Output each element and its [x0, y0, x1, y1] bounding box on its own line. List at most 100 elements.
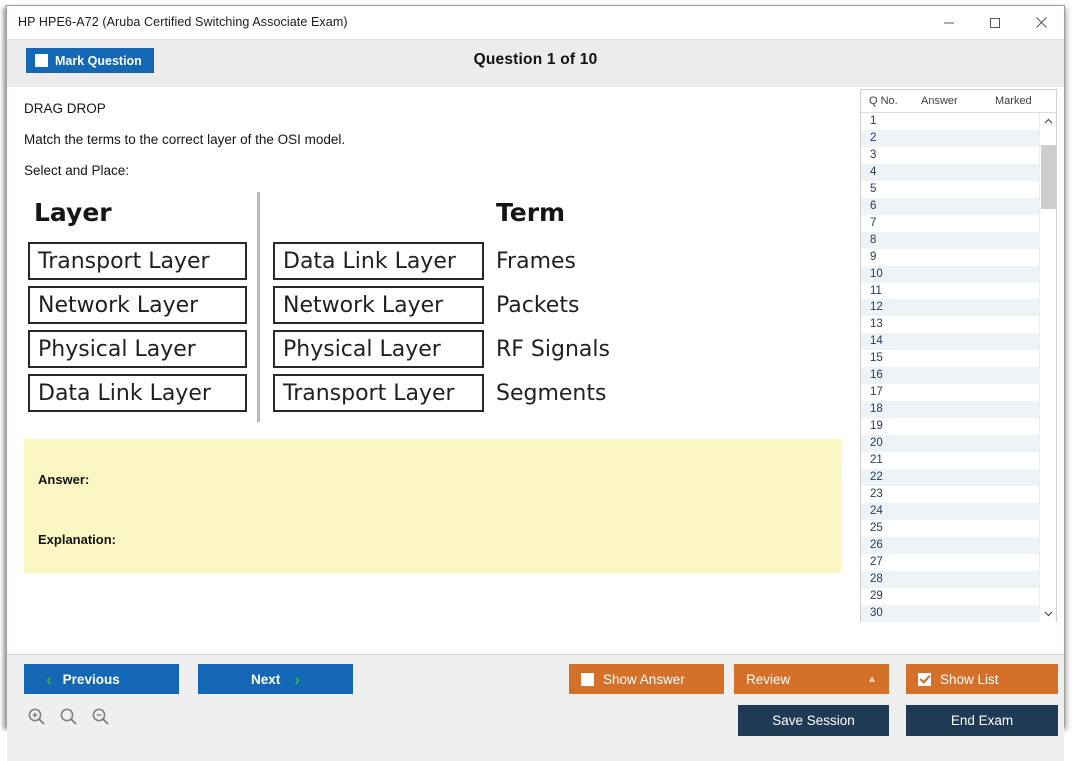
- scroll-down-icon[interactable]: [1040, 605, 1057, 622]
- question-list-row[interactable]: 26: [861, 536, 1040, 554]
- question-list-row[interactable]: 6: [861, 197, 1040, 215]
- question-row-number: 13: [870, 318, 883, 331]
- question-list-row[interactable]: 2: [861, 129, 1040, 147]
- question-list-row[interactable]: 29: [861, 587, 1040, 605]
- next-button[interactable]: Next ›: [198, 664, 353, 694]
- question-list-row[interactable]: 10: [861, 265, 1040, 283]
- layer-chip-left[interactable]: Transport Layer: [28, 242, 247, 280]
- question-list-row[interactable]: 5: [861, 180, 1040, 198]
- question-row-number: 10: [870, 267, 883, 280]
- question-row-number: 8: [870, 233, 877, 246]
- question-list-header: Q No. Answer Marked: [861, 90, 1056, 113]
- question-list-row[interactable]: 24: [861, 502, 1040, 520]
- show-answer-button[interactable]: Show Answer: [569, 664, 724, 694]
- question-row-number: 14: [870, 335, 883, 348]
- question-row-number: 4: [870, 165, 877, 178]
- question-list-row[interactable]: 17: [861, 384, 1040, 402]
- question-list-row[interactable]: 23: [861, 485, 1040, 503]
- show-answer-checkbox[interactable]: [581, 672, 594, 686]
- window-title: HP HPE6-A72 (Aruba Certified Switching A…: [18, 15, 348, 29]
- footer-toolbar: ‹ Previous Next › Show Answer Review ▲ S…: [7, 654, 1064, 761]
- question-row-number: 20: [870, 437, 883, 450]
- minimize-icon[interactable]: [926, 6, 972, 39]
- zoom-reset-icon[interactable]: [59, 707, 78, 731]
- select-and-place-label: Select and Place:: [24, 163, 130, 178]
- layer-chip-left[interactable]: Network Layer: [28, 286, 247, 324]
- previous-button-label: Previous: [62, 671, 120, 687]
- show-answer-label: Show Answer: [603, 671, 685, 687]
- scrollbar-thumb[interactable]: [1041, 145, 1056, 209]
- question-list-scrollbar[interactable]: [1039, 113, 1056, 622]
- question-list-row[interactable]: 19: [861, 418, 1040, 436]
- question-list-row[interactable]: 9: [861, 248, 1040, 266]
- question-list-row[interactable]: 12: [861, 299, 1040, 317]
- question-list-row[interactable]: 4: [861, 163, 1040, 181]
- question-row-number: 15: [870, 352, 883, 365]
- explanation-label: Explanation:: [38, 532, 117, 547]
- term-label: Segments: [496, 380, 607, 406]
- toolbar: Mark Question Question 1 of 10: [7, 40, 1064, 87]
- show-list-checkbox[interactable]: [918, 672, 931, 686]
- question-list-row[interactable]: 14: [861, 333, 1040, 351]
- layer-chip-left[interactable]: Data Link Layer: [28, 374, 247, 412]
- question-row-number: 17: [870, 386, 883, 399]
- question-list-row[interactable]: 25: [861, 519, 1040, 537]
- scroll-up-icon[interactable]: [1040, 113, 1057, 130]
- question-prompt: Match the terms to the correct layer of …: [24, 132, 346, 147]
- mark-question-button[interactable]: Mark Question: [26, 48, 154, 73]
- question-list-row[interactable]: 16: [861, 367, 1040, 385]
- layer-chip-right[interactable]: Transport Layer: [273, 374, 484, 412]
- question-row-number: 16: [870, 369, 883, 382]
- question-list-row[interactable]: 18: [861, 401, 1040, 419]
- zoom-out-icon[interactable]: [91, 707, 110, 731]
- question-list-row[interactable]: 20: [861, 435, 1040, 453]
- question-row-number: 29: [870, 589, 883, 602]
- previous-button[interactable]: ‹ Previous: [24, 664, 179, 694]
- term-label: RF Signals: [496, 336, 610, 362]
- question-row-number: 1: [870, 115, 877, 127]
- mark-question-label: Mark Question: [55, 53, 142, 68]
- question-list-row[interactable]: 15: [861, 350, 1040, 368]
- question-list-row[interactable]: 22: [861, 469, 1040, 486]
- question-pane: DRAG DROP Match the terms to the correct…: [7, 87, 857, 654]
- question-list-row[interactable]: 3: [861, 146, 1040, 164]
- question-list-row[interactable]: 27: [861, 553, 1040, 571]
- end-exam-label: End Exam: [950, 713, 1014, 728]
- next-button-label: Next: [251, 671, 281, 687]
- layer-chip-left[interactable]: Physical Layer: [28, 330, 247, 368]
- maximize-icon[interactable]: [972, 6, 1018, 39]
- show-list-button[interactable]: Show List: [906, 664, 1058, 694]
- zoom-in-icon[interactable]: [27, 707, 46, 731]
- save-session-button[interactable]: Save Session: [738, 705, 889, 736]
- close-icon[interactable]: [1018, 6, 1064, 39]
- question-list-row[interactable]: 30: [861, 604, 1040, 622]
- chevron-up-icon: ▲: [867, 673, 877, 685]
- question-row-number: 11: [870, 284, 882, 297]
- question-list-row[interactable]: 28: [861, 570, 1040, 588]
- exam-window: HP HPE6-A72 (Aruba Certified Switching A…: [6, 5, 1065, 761]
- term-label: Frames: [496, 248, 577, 274]
- diagram-term-column-title: Term: [496, 198, 566, 227]
- layer-chip-right[interactable]: Network Layer: [273, 286, 484, 324]
- question-list-row[interactable]: 21: [861, 452, 1040, 470]
- osi-drag-drop-diagram: Layer Term Transport Layer Network Layer…: [24, 192, 649, 422]
- end-exam-button[interactable]: End Exam: [906, 705, 1058, 736]
- question-list-row[interactable]: 11: [861, 282, 1040, 300]
- title-bar: HP HPE6-A72 (Aruba Certified Switching A…: [7, 6, 1064, 40]
- body-area: DRAG DROP Match the terms to the correct…: [7, 87, 1064, 654]
- chevron-right-icon: ›: [294, 669, 300, 689]
- question-list-row[interactable]: 8: [861, 231, 1040, 249]
- layer-chip-right[interactable]: Data Link Layer: [273, 242, 484, 280]
- review-dropdown[interactable]: Review ▲: [734, 664, 889, 694]
- question-row-number: 7: [870, 216, 877, 229]
- question-list-row[interactable]: 1: [861, 113, 1040, 130]
- question-row-number: 2: [870, 131, 877, 144]
- answer-explanation-box: Answer: Explanation:: [24, 439, 841, 573]
- question-list-row[interactable]: 7: [861, 214, 1040, 232]
- question-row-number: 21: [870, 454, 883, 467]
- mark-question-checkbox[interactable]: [35, 54, 48, 67]
- layer-chip-right[interactable]: Physical Layer: [273, 330, 484, 368]
- question-list-row[interactable]: 13: [861, 316, 1040, 334]
